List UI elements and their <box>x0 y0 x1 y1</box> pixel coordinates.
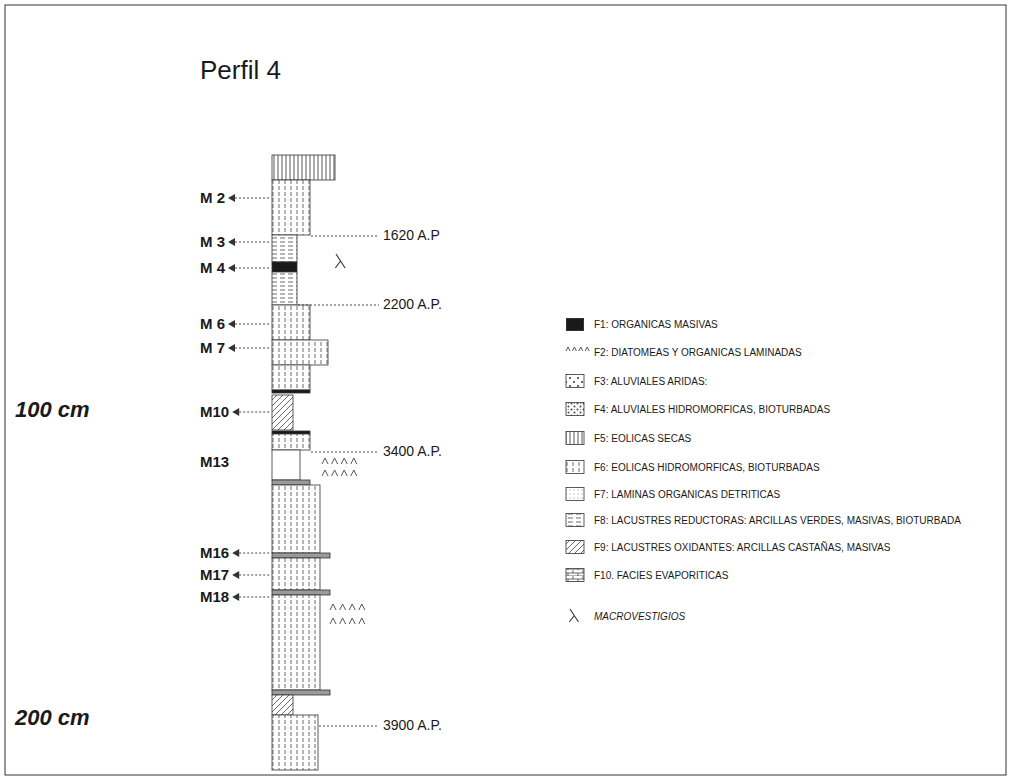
legend-text: F10. FACIES EVAPORITICAS <box>594 570 728 581</box>
facies-layer <box>272 272 297 305</box>
sample-arrow <box>232 593 239 601</box>
facies-layer <box>272 695 293 715</box>
facies-layer <box>272 340 328 365</box>
legend-swatch <box>566 432 584 445</box>
depth-label: 100 cm <box>15 398 90 422</box>
diatom-symbol <box>330 604 365 610</box>
sample-label: M16 <box>200 545 229 562</box>
sample-arrow <box>228 194 235 202</box>
legend-swatch <box>566 403 584 416</box>
facies-layer <box>272 690 330 695</box>
legend-text: F9: LACUSTRES OXIDANTES: ARCILLAS CASTAÑ… <box>594 542 890 553</box>
age-leader <box>319 726 379 727</box>
sample-leader <box>239 412 271 413</box>
macro-remains-symbol <box>569 609 578 622</box>
sample-label: M17 <box>200 567 229 584</box>
sample-leader <box>239 575 271 576</box>
legend-swatch <box>566 541 584 554</box>
stratigraphic-column <box>272 155 335 770</box>
sample-leader <box>239 553 271 554</box>
sample-label: M 4 <box>200 260 225 277</box>
sample-leader <box>239 597 271 598</box>
sample-arrow <box>228 238 235 246</box>
age-leader <box>311 236 379 237</box>
facies-layer <box>272 480 310 485</box>
diatom-symbol <box>322 470 357 476</box>
sample-leader <box>235 242 271 243</box>
sample-leader <box>235 268 271 269</box>
diatom-symbol <box>330 618 365 624</box>
sample-arrow <box>228 264 235 272</box>
legend-text: F3: ALUVIALES ARIDAS: <box>594 376 707 387</box>
facies-layer <box>272 262 297 272</box>
legend-swatch <box>566 461 584 474</box>
legend-text: F2: DIATOMEAS Y ORGANICAS LAMINADAS <box>594 347 802 358</box>
legend-text: F8: LACUSTRES REDUCTORAS: ARCILLAS VERDE… <box>594 515 961 526</box>
frame <box>5 5 1006 775</box>
sample-arrow <box>232 549 239 557</box>
age-label: 2200 A.P. <box>383 297 442 312</box>
legend-text: F1: ORGANICAS MASIVAS <box>594 319 718 330</box>
legend-swatch <box>566 514 584 527</box>
title: Perfil 4 <box>200 56 281 85</box>
sample-label: M13 <box>200 454 229 471</box>
depth-label: 200 cm <box>15 706 90 730</box>
age-leader <box>298 305 379 306</box>
facies-layer <box>272 365 310 390</box>
legend-text: MACROVESTIGIOS <box>594 611 685 622</box>
sample-label: M 6 <box>200 316 225 333</box>
diatom-symbol <box>566 347 589 351</box>
legend-swatch <box>566 375 584 388</box>
sample-label: M10 <box>200 404 229 421</box>
sample-leader <box>235 348 271 349</box>
macro-remains-symbol <box>335 254 345 268</box>
legend-text: F7: LAMINAS ORGANICAS DETRITICAS <box>594 489 780 500</box>
facies-layer <box>272 715 318 770</box>
sample-arrow <box>232 571 239 579</box>
age-leader <box>311 452 379 453</box>
facies-layer <box>272 553 330 558</box>
facies-layer <box>272 558 320 590</box>
facies-layer <box>272 595 320 690</box>
sample-leader <box>235 198 271 199</box>
facies-layer <box>272 590 330 595</box>
sample-label: M 7 <box>200 340 225 357</box>
diatom-symbol <box>322 458 357 464</box>
legend-text: F6: EOLICAS HIDROMORFICAS, BIOTURBADAS <box>594 462 820 473</box>
age-label: 3900 A.P. <box>383 718 442 733</box>
facies-layer <box>272 390 310 393</box>
facies-layer <box>272 431 310 434</box>
sample-leader <box>235 324 271 325</box>
facies-layer <box>272 180 310 235</box>
facies-layer <box>272 485 320 553</box>
age-label: 1620 A.P <box>383 228 440 243</box>
facies-layer <box>272 395 293 430</box>
sample-label: M 2 <box>200 190 225 207</box>
legend-swatch <box>566 488 584 501</box>
sample-arrow <box>228 344 235 352</box>
facies-layer <box>272 434 310 450</box>
facies-layer <box>272 235 297 262</box>
facies-layer <box>272 155 335 180</box>
facies-layer <box>272 305 310 340</box>
sample-arrow <box>228 320 235 328</box>
legend-swatch <box>566 569 584 582</box>
legend-swatch <box>566 318 584 331</box>
sample-label: M 3 <box>200 234 225 251</box>
legend-text: F5: EOLICAS SECAS <box>594 433 691 444</box>
sample-label: M18 <box>200 589 229 606</box>
age-label: 3400 A.P. <box>383 444 442 459</box>
sample-arrow <box>232 408 239 416</box>
facies-layer <box>272 450 300 480</box>
legend-text: F4: ALUVIALES HIDROMORFICAS, BIOTURBADAS <box>594 404 830 415</box>
